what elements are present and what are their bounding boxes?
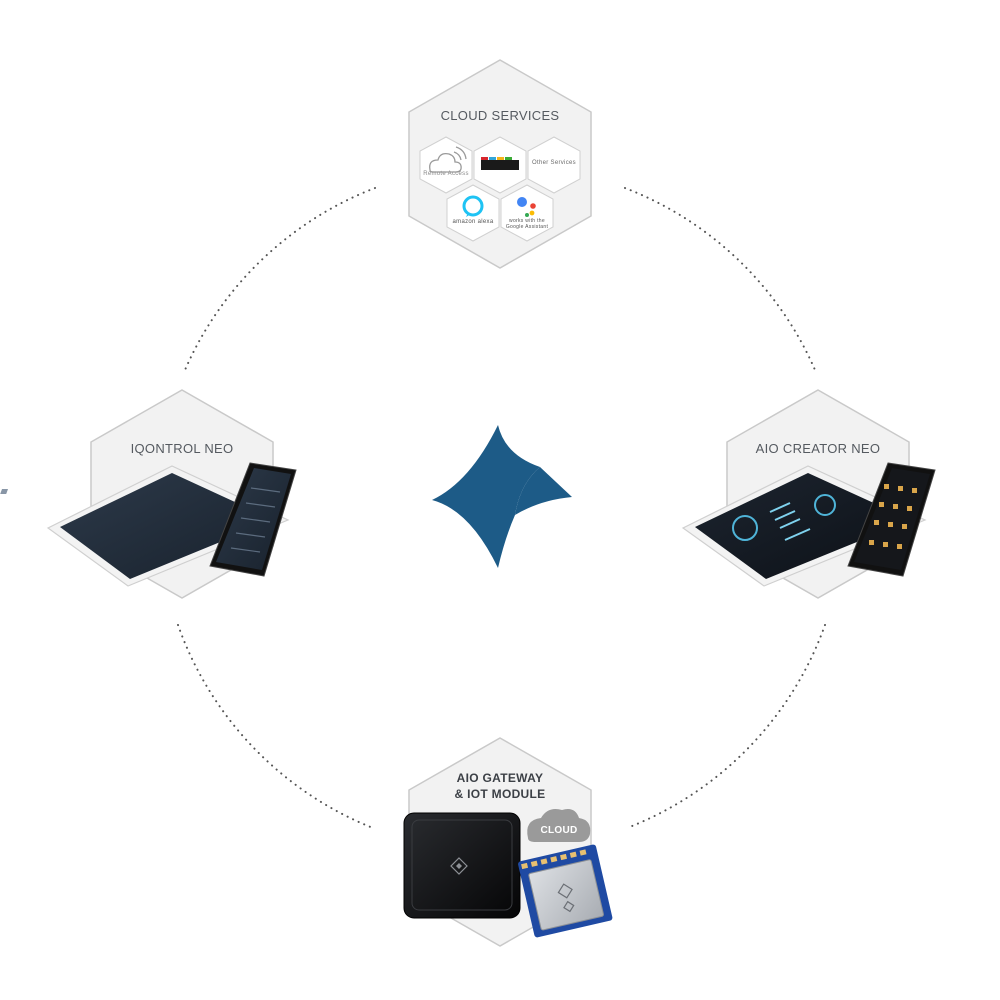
google-assistant-tile [500,184,554,242]
aio-creator-node [681,389,936,599]
cloud-badge-label: CLOUD [540,825,578,836]
iot-module-device [518,844,613,938]
arc-bottom-right [626,624,826,829]
other-services-label: Other Services [532,160,576,166]
gateway-logo-icon [450,857,468,875]
aio-creator-title: AIO CREATOR NEO [755,441,881,456]
module-logo-icon [557,883,575,913]
google-label-line2: Google Assistant [505,224,549,230]
iqontrol-phone [209,462,297,577]
aio-creator-tablet [681,465,927,587]
gateway-node [403,737,613,947]
remote-access-tile [419,136,473,194]
iqontrol-title: IQONTROL NEO [130,441,234,456]
arc-top-left [184,187,376,371]
remote-access-label: Remote Access [423,171,469,177]
iqontrol-node [0,389,297,599]
connector-arcs [177,187,826,829]
arc-top-right [624,187,816,371]
alexa-tile [446,184,500,242]
alexa-label: amazon alexa [452,219,494,225]
brand-logo-right-leaf [515,467,572,515]
brand-logo-shape [432,425,540,568]
google-label-line1: works with the [509,218,545,224]
aio-creator-phone [847,462,936,577]
alexa-ring-icon [462,195,484,217]
cloud-services-node [408,59,592,269]
other-services-tile [527,136,581,194]
gateway-title-line2: & IOT MODULE [454,787,546,801]
gateway-title-line1: AIO GATEWAY [456,771,544,785]
cloud-icon [527,809,591,842]
cloud-services-title: CLOUD SERVICES [440,108,560,123]
aio-gateway-device [403,812,521,919]
arc-bottom-left [177,624,374,829]
cloud-wifi-icon [429,152,462,173]
brand-logo [432,425,572,568]
google-assistant-icon [517,197,536,217]
ifttt-tile [473,136,527,194]
cloud-badge [527,809,591,842]
iqontrol-tablet [0,465,290,587]
